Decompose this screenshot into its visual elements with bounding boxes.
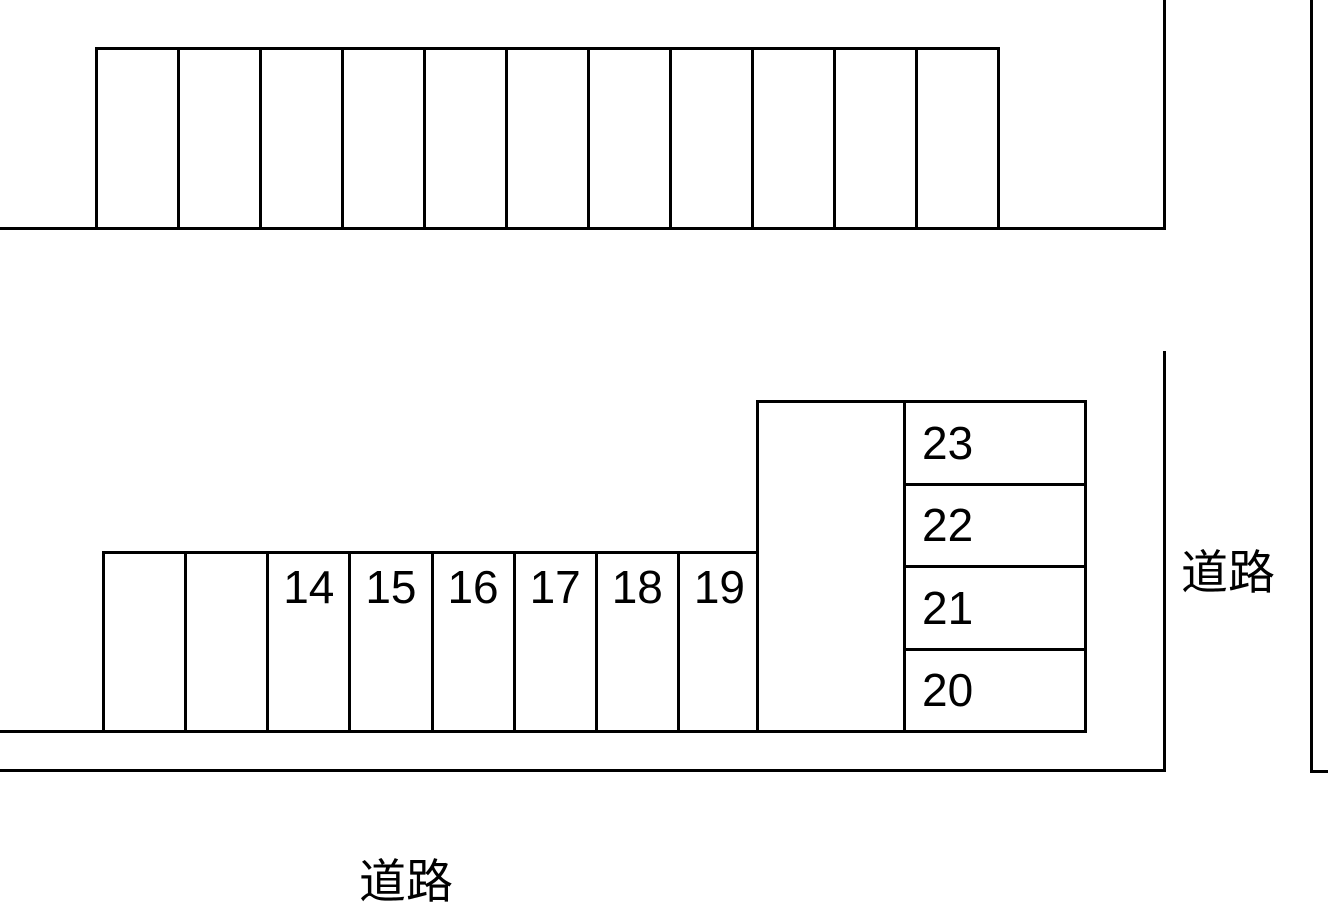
large-parking-space — [756, 400, 906, 730]
parking-space-unnumbered — [95, 50, 177, 227]
top-boundary-horizontal-line — [0, 227, 1166, 230]
parking-space-unnumbered — [587, 50, 669, 227]
parking-space-unnumbered — [915, 50, 1000, 227]
parking-space-21: 21 — [906, 568, 1084, 651]
lot-boundary-horizontal-line — [0, 769, 1166, 772]
parking-space-17: 17 — [512, 554, 595, 730]
right-road-horizontal-line — [1310, 770, 1328, 773]
parking-space-23: 23 — [906, 403, 1084, 486]
parking-space-14: 14 — [266, 554, 348, 730]
right-parking-column: 23 22 21 20 — [906, 400, 1087, 730]
parking-space-16: 16 — [430, 554, 513, 730]
parking-space-unnumbered — [505, 50, 587, 227]
parking-space-unnumbered — [341, 50, 423, 227]
parking-space-unnumbered — [177, 50, 259, 227]
parking-space-15: 15 — [348, 554, 430, 730]
parking-space-unnumbered — [669, 50, 751, 227]
parking-space-22: 22 — [906, 486, 1084, 568]
bottom-stall-baseline — [0, 730, 1087, 733]
parking-space-unnumbered — [833, 50, 915, 227]
parking-space-unnumbered — [102, 554, 184, 730]
right-road-vertical-line — [1310, 0, 1313, 773]
parking-space-unnumbered — [423, 50, 505, 227]
parking-space-unnumbered — [751, 50, 833, 227]
parking-space-unnumbered — [259, 50, 341, 227]
top-parking-row — [95, 47, 1000, 227]
road-label-bottom: 道路 — [359, 855, 453, 908]
bottom-parking-row: 14 15 16 17 18 19 — [102, 551, 759, 730]
lot-boundary-vertical-line — [1163, 351, 1166, 772]
parking-space-19: 19 — [676, 554, 759, 730]
road-label-right: 道路 — [1181, 546, 1275, 599]
parking-space-unnumbered — [184, 554, 266, 730]
parking-space-20: 20 — [922, 664, 974, 717]
top-boundary-vertical-line — [1163, 0, 1166, 230]
parking-space-18: 18 — [594, 554, 677, 730]
